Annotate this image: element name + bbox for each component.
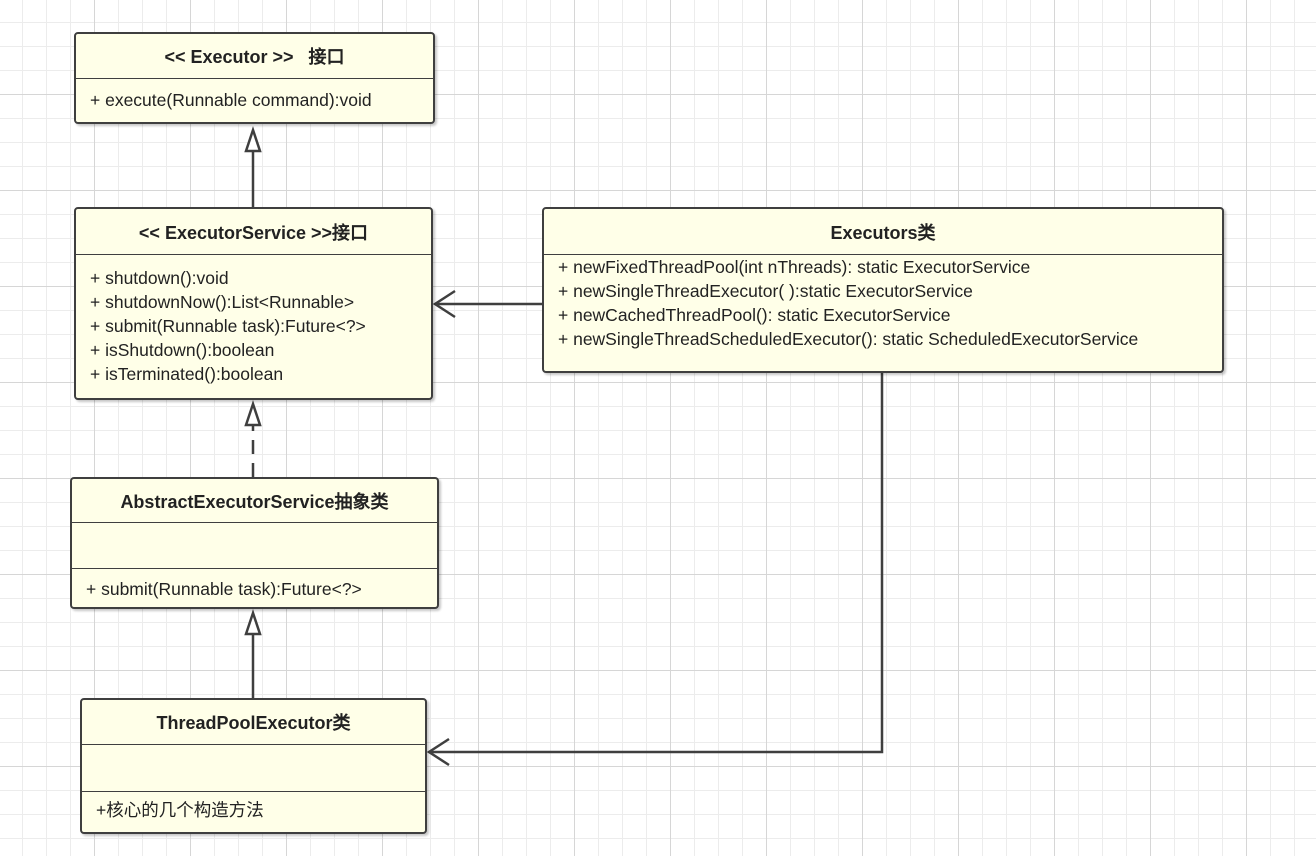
method-newsinglethreadexecutor: + newSingleThreadExecutor( ):static Exec… [558, 281, 973, 301]
executors-methods: + newFixedThreadPool(int nThreads): stat… [544, 254, 1222, 371]
abstractexecutorservice-class-box[interactable]: AbstractExecutorService抽象类 + submit(Runn… [70, 477, 439, 609]
threadpoolexecutor-fields [82, 744, 425, 791]
executor-title: << Executor >> 接口 [164, 47, 345, 67]
method-newfixedthreadpool: + newFixedThreadPool(int nThreads): stat… [558, 257, 1031, 277]
relation-executorservice-extends-executor [244, 126, 262, 207]
relation-threadpool-extends-abstract [244, 609, 262, 698]
executor-methods: + execute(Runnable command):void [76, 78, 433, 122]
method-newcachedthreadpool: + newCachedThreadPool(): static Executor… [558, 305, 951, 325]
relation-executors-to-executorservice [432, 289, 543, 319]
relation-abstract-implements-executorservice [244, 400, 262, 477]
method-submit: + submit(Runnable task):Future<?> [86, 579, 362, 599]
relation-executors-to-threadpoolexecutor [426, 372, 884, 767]
method-constructors: +核心的几个构造方法 [96, 800, 264, 820]
threadpoolexecutor-title: ThreadPoolExecutor类 [156, 713, 351, 733]
method-shutdown: + shutdown():void [90, 268, 229, 288]
executors-class-box[interactable]: Executors类 + newFixedThreadPool(int nThr… [542, 207, 1224, 373]
threadpoolexecutor-class-box[interactable]: ThreadPoolExecutor类 +核心的几个构造方法 [80, 698, 427, 834]
method-newsinglethreadscheduledexecutor: + newSingleThreadScheduledExecutor(): st… [558, 329, 1139, 349]
executor-interface-box[interactable]: << Executor >> 接口 + execute(Runnable com… [74, 32, 435, 124]
executorservice-methods: + shutdown():void + shutdownNow():List<R… [76, 254, 431, 398]
abstractexecutorservice-fields [72, 522, 437, 568]
threadpoolexecutor-methods: +核心的几个构造方法 [82, 791, 425, 832]
executorservice-interface-box[interactable]: << ExecutorService >>接口 + shutdown():voi… [74, 207, 433, 400]
method-isshutdown: + isShutdown():boolean [90, 340, 275, 360]
executors-title: Executors类 [830, 222, 936, 243]
method-execute: + execute(Runnable command):void [90, 90, 372, 110]
method-shutdownnow: + shutdownNow():List<Runnable> [90, 292, 355, 312]
method-submit: + submit(Runnable task):Future<?> [90, 316, 366, 336]
method-isterminated: + isTerminated():boolean [90, 364, 284, 384]
executorservice-title: << ExecutorService >>接口 [138, 222, 369, 243]
abstractexecutorservice-title: AbstractExecutorService抽象类 [120, 491, 389, 512]
abstractexecutorservice-methods: + submit(Runnable task):Future<?> [72, 568, 437, 607]
